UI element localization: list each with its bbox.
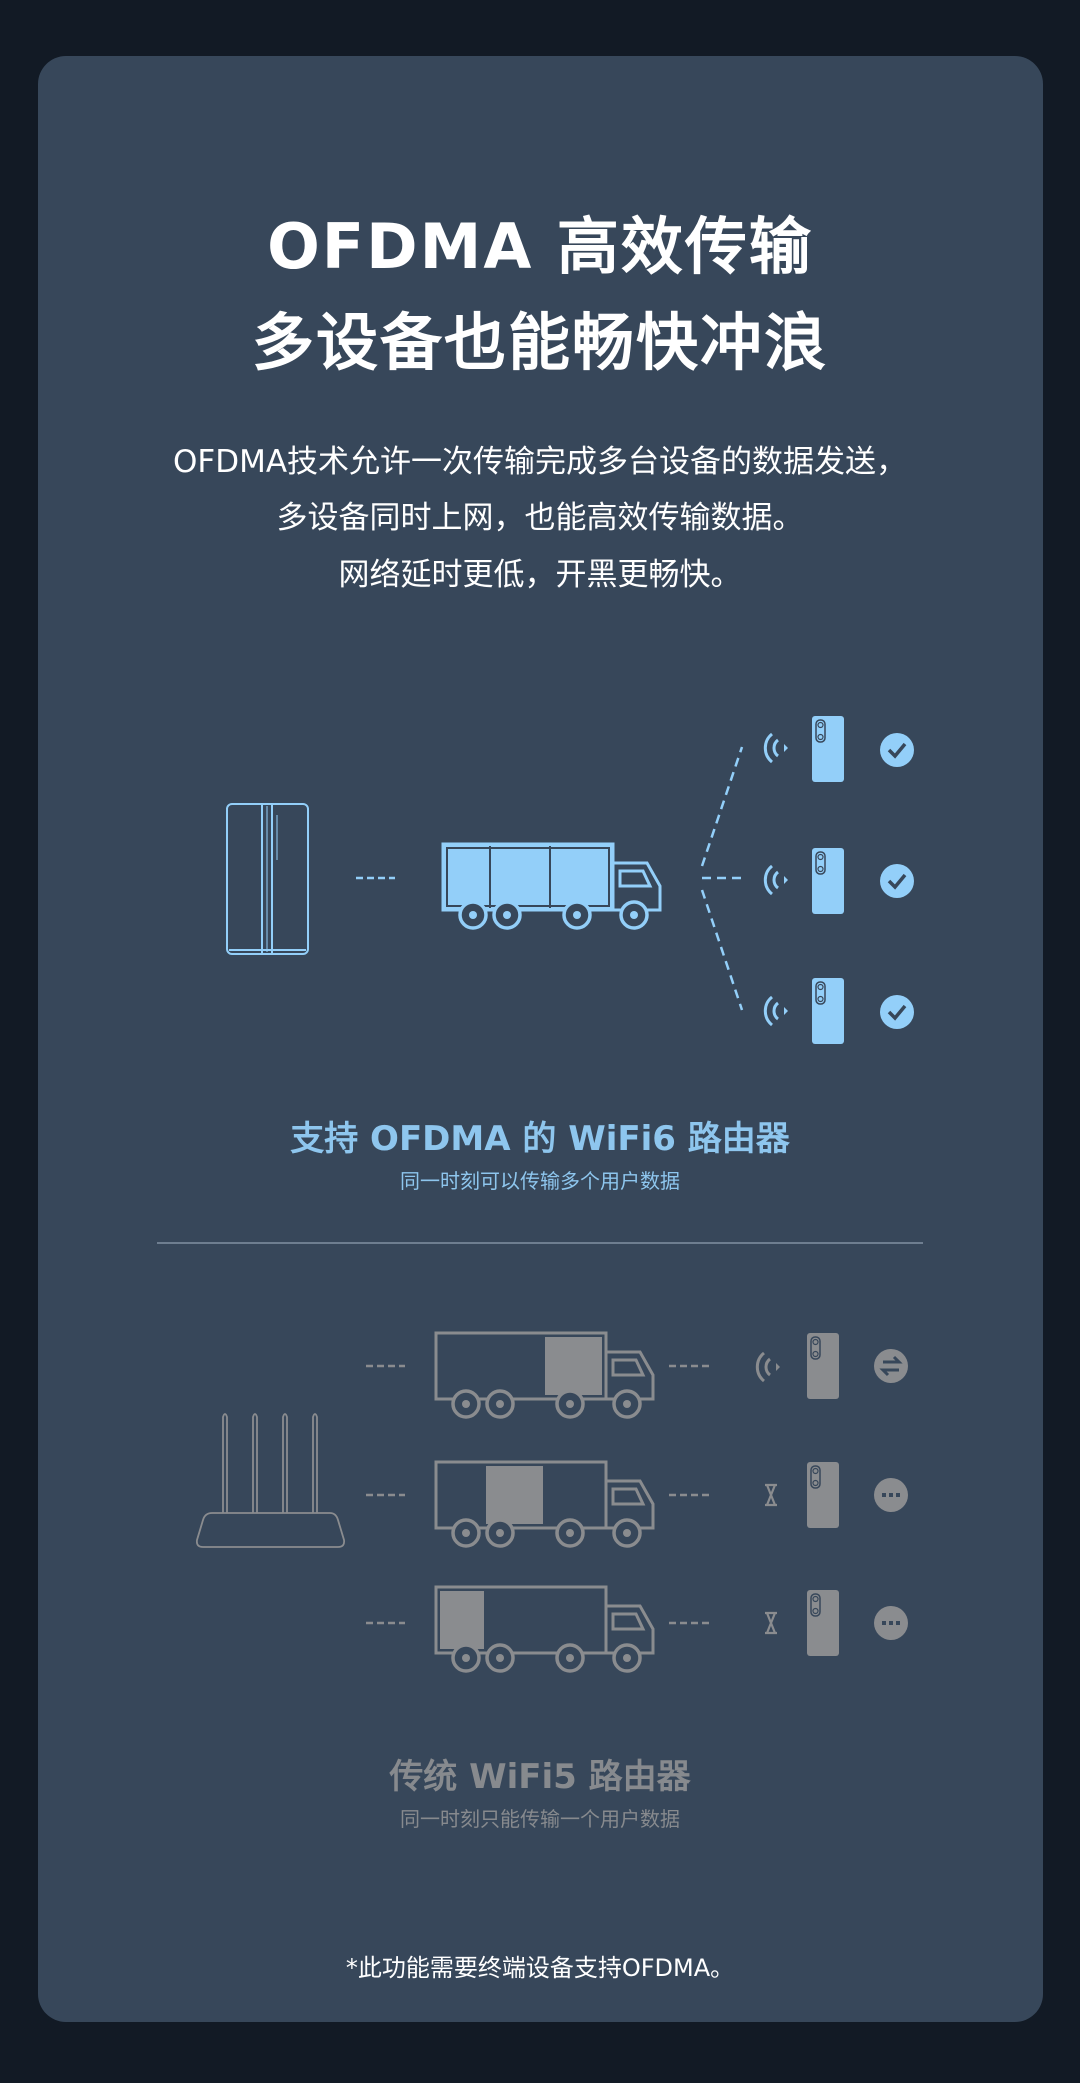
wifi-signal-icon <box>763 732 790 764</box>
wifi6-device-2 <box>763 847 914 915</box>
wifi5-diagram <box>195 1331 908 1673</box>
phone-icon <box>811 715 845 783</box>
intro-line-1: OFDMA技术允许一次传输完成多台设备的数据发送， <box>172 444 908 480</box>
waiting-dots-circle-icon <box>874 1478 908 1512</box>
phone-icon <box>806 1461 840 1529</box>
phone-icon <box>811 977 845 1045</box>
check-circle-icon <box>880 864 914 898</box>
phone-icon <box>806 1589 840 1657</box>
page-title-line2: 多设备也能畅快冲浪 <box>251 306 828 379</box>
wifi6-device-1 <box>763 715 914 783</box>
wifi5-heading: 传统 WiFi5 路由器 <box>389 1757 691 1797</box>
wifi5-truck-icon <box>434 1460 655 1548</box>
wifi-signal-icon <box>763 995 790 1027</box>
hourglass-icon <box>765 1483 777 1507</box>
wifi6-subheading: 同一时刻可以传输多个用户数据 <box>400 1169 680 1193</box>
phone-icon <box>806 1332 840 1400</box>
wifi6-heading: 支持 OFDMA 的 WiFi6 路由器 <box>290 1119 790 1159</box>
wifi6-diagram <box>226 715 914 1045</box>
wifi6-truck-icon <box>441 842 662 930</box>
waiting-dots-circle-icon <box>874 1606 908 1640</box>
hourglass-icon <box>765 1611 777 1635</box>
check-circle-icon <box>880 995 914 1029</box>
phone-icon <box>811 847 845 915</box>
wifi5-subheading: 同一时刻只能传输一个用户数据 <box>400 1807 680 1831</box>
transfer-circle-icon <box>874 1349 908 1383</box>
wifi5-row-1 <box>366 1331 908 1419</box>
wifi-signal-icon <box>755 1351 782 1383</box>
intro-line-2: 多设备同时上网，也能高效传输数据。 <box>276 500 804 536</box>
wifi5-row-3 <box>366 1585 908 1673</box>
check-circle-icon <box>880 733 914 767</box>
fan-out-lines <box>700 746 744 1011</box>
feature-card <box>38 56 1043 2022</box>
page-title-line1: OFDMA 高效传输 <box>267 210 813 283</box>
wifi5-truck-icon <box>434 1331 655 1419</box>
wifi-signal-icon <box>763 864 790 896</box>
footnote: *此功能需要终端设备支持OFDMA。 <box>345 1954 735 1982</box>
wifi6-router-icon <box>226 803 309 955</box>
wifi5-router-icon <box>195 1413 346 1548</box>
wifi5-row-2 <box>366 1460 908 1548</box>
wifi6-device-3 <box>763 977 914 1045</box>
wifi5-truck-icon <box>434 1585 655 1673</box>
intro-line-3: 网络延时更低，开黑更畅快。 <box>338 557 742 593</box>
